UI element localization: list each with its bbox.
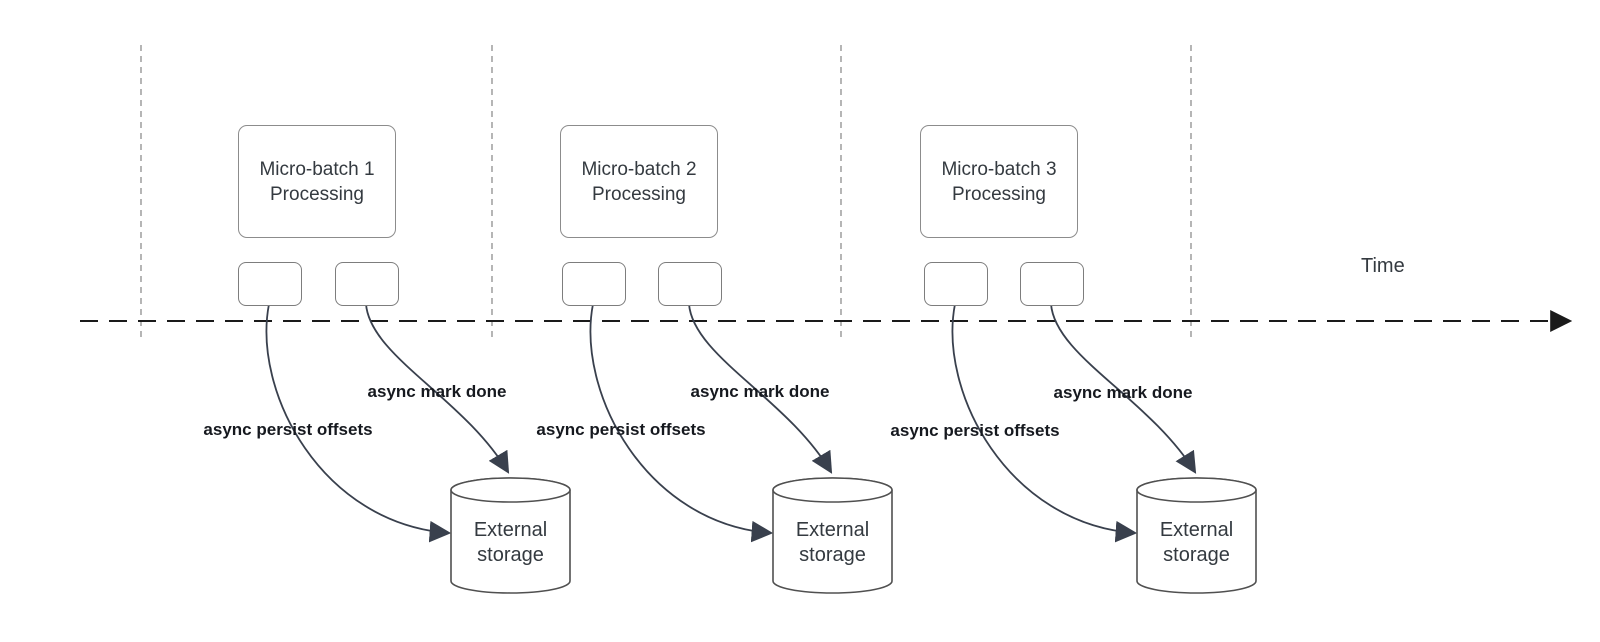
mark-done-arrow-2 [688, 303, 833, 474]
storage-label-3-line2: storage [1163, 544, 1230, 566]
storage-label-1-line1: External [473, 519, 548, 541]
persist-offsets-arrow-1 [265, 303, 452, 543]
storage-label-1-line2: storage [477, 544, 544, 566]
persist-task-box-3 [924, 262, 988, 306]
persist-task-box-2 [562, 262, 626, 306]
storage-label-3: External storage [1137, 518, 1256, 568]
external-storage-cylinder-3 [1136, 477, 1257, 594]
storage-label-2-line1: External [795, 519, 870, 541]
persist-offsets-label-3: async persist offsets [890, 421, 1060, 440]
persist-offsets-label-1: async persist offsets [203, 420, 373, 439]
storage-label-3-line1: External [1159, 519, 1234, 541]
micro-batch-1-title-line2: Processing [270, 183, 364, 205]
mark-done-arrow-3 [1050, 303, 1197, 474]
storage-label-1: External storage [451, 518, 570, 568]
time-axis-label: Time [1361, 255, 1405, 277]
external-storage-cylinder-1 [450, 477, 571, 594]
micro-batch-3-box: Micro-batch 3 Processing [920, 125, 1078, 238]
persist-offsets-label-2: async persist offsets [536, 420, 706, 439]
mark-task-box-2 [658, 262, 722, 306]
mark-task-box-1 [335, 262, 399, 306]
mark-done-arrow-1 [365, 303, 510, 474]
micro-batch-2-title-line2: Processing [592, 183, 686, 205]
micro-batch-3-title-line2: Processing [952, 183, 1046, 205]
micro-batch-3-title-line1: Micro-batch 3 [941, 158, 1057, 180]
micro-batch-1-box: Micro-batch 1 Processing [238, 125, 396, 238]
persist-task-box-1 [238, 262, 302, 306]
persist-offsets-arrow-2 [589, 303, 774, 543]
micro-batch-2-title-line1: Micro-batch 2 [581, 158, 697, 180]
mark-done-label-2: async mark done [690, 382, 830, 401]
mark-done-label-3: async mark done [1053, 383, 1193, 402]
mark-task-box-3 [1020, 262, 1084, 306]
micro-batch-2-box: Micro-batch 2 Processing [560, 125, 718, 238]
storage-label-2-line2: storage [799, 544, 866, 566]
storage-label-2: External storage [773, 518, 892, 568]
mark-done-label-1: async mark done [367, 382, 507, 401]
external-storage-cylinder-2 [772, 477, 893, 594]
persist-offsets-arrow-3 [951, 303, 1138, 543]
micro-batch-1-title-line1: Micro-batch 1 [259, 158, 375, 180]
